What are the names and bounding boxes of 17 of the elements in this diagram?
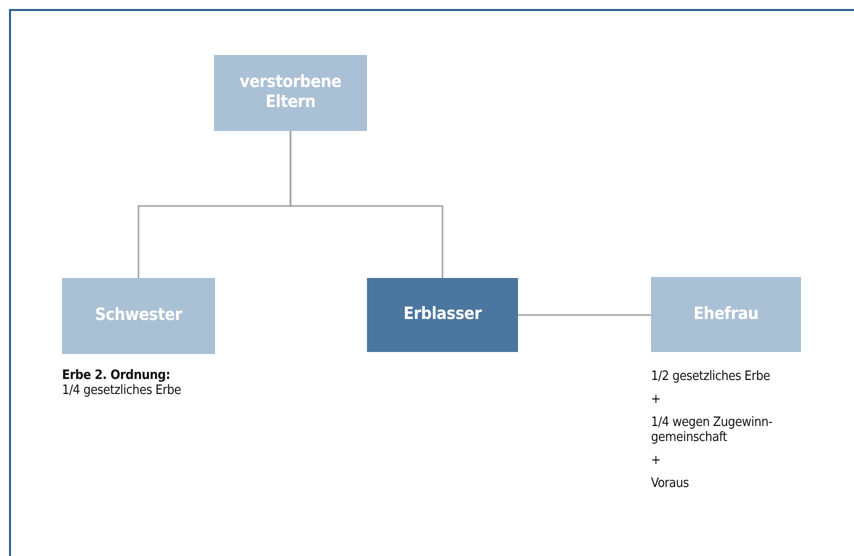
person-box <box>214 55 367 131</box>
inheritance-note: 1/4 gesetzliches Erbe <box>62 384 182 399</box>
connector-line <box>290 131 444 278</box>
inheritance-note: Voraus <box>651 476 690 492</box>
node-label: verstorbene Eltern <box>238 73 342 113</box>
node-label: Ehefrau <box>693 304 759 324</box>
person-box <box>62 278 215 354</box>
person-box <box>651 277 801 352</box>
node-label: Erblasser <box>404 305 482 325</box>
person-box <box>367 278 518 352</box>
inheritance-note: Erbe 2. Ordnung: <box>62 369 172 384</box>
inheritance-note: + <box>651 392 662 408</box>
connector-line <box>518 314 651 316</box>
inheritance-note: 1/2 gesetzliches Erbe <box>651 370 772 385</box>
inheritance-note: 1/4 wegen Zugewinn-gemeinschaft <box>651 416 774 446</box>
node-label: Schwester <box>94 306 182 326</box>
inheritance-note: + <box>651 454 662 469</box>
